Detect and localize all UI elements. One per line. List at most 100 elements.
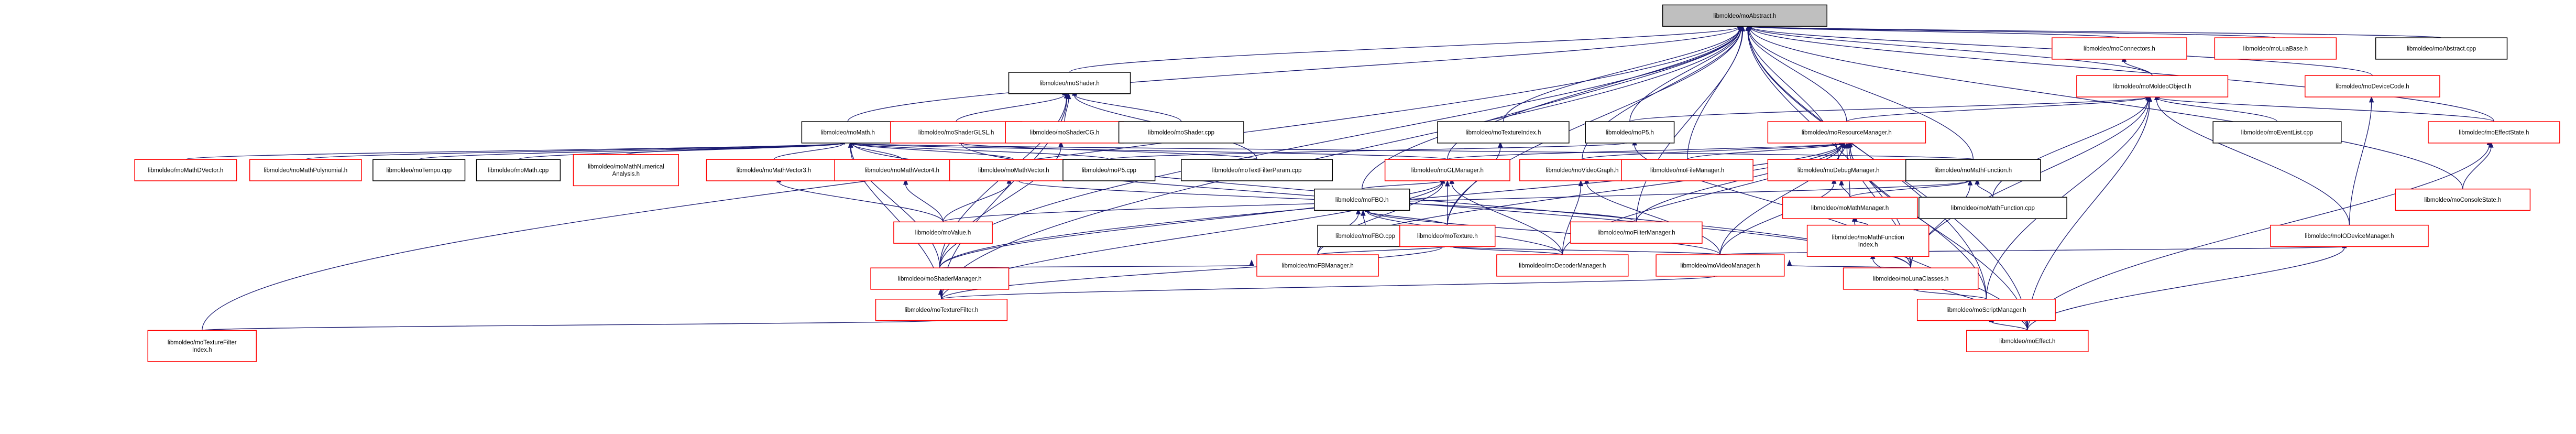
node-box — [893, 221, 993, 244]
node-p5cpp[interactable]: libmoldeo/moP5.cpp — [1062, 159, 1156, 181]
node-textfilterparam[interactable]: libmoldeo/moTextFilterParam.cpp — [1181, 159, 1333, 181]
node-effectstate[interactable]: libmoldeo/moEffectState.h — [2428, 121, 2560, 144]
node-shadermanager[interactable]: libmoldeo/moShaderManager.h — [870, 267, 1010, 290]
node-box — [1256, 254, 1379, 277]
node-label: libmoldeo/moResourceManager.h — [1802, 129, 1892, 136]
node-box — [249, 159, 362, 181]
node-label: libmoldeo/moMathVector3.h — [737, 168, 812, 174]
node-label: Index.h — [1858, 242, 1878, 248]
arrowhead-icon — [2369, 96, 2374, 103]
edge-iodevicemanager-to-moldeoobject — [2154, 94, 2350, 225]
node-p5h[interactable]: libmoldeo/moP5.h — [1585, 121, 1675, 144]
node-mathpolynomial[interactable]: libmoldeo/moMathPolynomial.h — [249, 159, 362, 181]
edge-mathfunctioncpp-to-moldeoobject — [1992, 94, 2151, 198]
node-label: libmoldeo/moMathVector4.h — [864, 168, 939, 174]
node-mathvector[interactable]: libmoldeo/moMathVector.h — [949, 159, 1078, 181]
node-label: libmoldeo/moMath.cpp — [488, 168, 549, 174]
node-label: libmoldeo/moLunaClasses.h — [1873, 276, 1948, 283]
node-tempocpp[interactable]: libmoldeo/moTempo.cpp — [372, 159, 466, 181]
node-scriptmanager[interactable]: libmoldeo/moScriptManager.h — [1916, 299, 2056, 321]
node-textureindex[interactable]: libmoldeo/moTextureIndex.h — [1437, 121, 1570, 144]
arrowhead-icon — [1578, 180, 1584, 187]
node-label: libmoldeo/moAbstract.h — [1713, 13, 1776, 19]
edge-shader-to-abstract — [1069, 20, 1742, 73]
node-box — [2212, 121, 2342, 144]
node-glmanager[interactable]: libmoldeo/moGLManager.h — [1384, 159, 1510, 181]
node-box — [949, 159, 1078, 181]
arrowhead-icon — [1355, 208, 1361, 214]
node-box — [1966, 330, 2089, 352]
node-box — [1767, 121, 1926, 144]
node-videomanager[interactable]: libmoldeo/moVideoManager.h — [1656, 254, 1785, 277]
node-box — [1496, 254, 1629, 277]
node-label: libmoldeo/moMath.h — [820, 129, 875, 136]
node-decodermanager[interactable]: libmoldeo/moDecoderManager.h — [1496, 254, 1629, 277]
node-box — [1005, 121, 1124, 144]
edge-decodermanager-to-videograph — [1562, 180, 1584, 255]
node-label: libmoldeo/moVideoManager.h — [1680, 263, 1760, 269]
node-label: libmoldeo/moP5.cpp — [1082, 168, 1136, 174]
node-connectors[interactable]: libmoldeo/moConnectors.h — [2052, 37, 2187, 60]
node-box — [2428, 121, 2560, 144]
arrowhead-icon — [1839, 179, 1844, 186]
node-label: libmoldeo/moMathFunction.h — [1935, 168, 2012, 174]
node-label: libmoldeo/moTextureFilter.h — [905, 307, 979, 313]
node-devicecode[interactable]: libmoldeo/moDeviceCode.h — [2305, 75, 2440, 97]
node-box — [1916, 299, 2056, 321]
node-moldeoobject[interactable]: libmoldeo/moMoldeoObject.h — [2076, 75, 2229, 97]
node-fbmanager[interactable]: libmoldeo/moFBManager.h — [1256, 254, 1379, 277]
node-label: libmoldeo/moIODeviceManager.h — [2305, 233, 2394, 240]
node-mathdvector[interactable]: libmoldeo/moMathDVector.h — [134, 159, 237, 181]
node-box — [1656, 254, 1785, 277]
node-effect[interactable]: libmoldeo/moEffect.h — [1966, 330, 2089, 352]
node-box — [1767, 159, 1910, 181]
node-label: libmoldeo/moP5.h — [1606, 129, 1654, 136]
node-box — [834, 159, 970, 181]
node-fbo[interactable]: libmoldeo/moFBO.h — [1314, 188, 1410, 211]
node-texturefilter[interactable]: libmoldeo/moTextureFilter.h — [875, 299, 1008, 321]
node-shadercg[interactable]: libmoldeo/moShaderCG.h — [1005, 121, 1124, 144]
node-mathmanager[interactable]: libmoldeo/moMathManager.h — [1782, 197, 1918, 219]
node-debugmanager[interactable]: libmoldeo/moDebugManager.h — [1767, 159, 1910, 181]
node-shader[interactable]: libmoldeo/moShader.h — [1008, 72, 1131, 94]
node-value[interactable]: libmoldeo/moValue.h — [893, 221, 993, 244]
node-box — [1570, 221, 1703, 244]
node-label: libmoldeo/moShaderManager.h — [898, 276, 982, 283]
node-luabase[interactable]: libmoldeo/moLuaBase.h — [2214, 37, 2337, 60]
node-consolestate[interactable]: libmoldeo/moConsoleState.h — [2395, 188, 2531, 211]
node-shaderglsl[interactable]: libmoldeo/moShaderGLSL.h — [890, 121, 1023, 144]
nodes-layer: libmoldeo/moAbstract.h libmoldeo/moShader… — [134, 4, 2560, 362]
node-fbocpp[interactable]: libmoldeo/moFBO.cpp — [1317, 224, 1413, 247]
arrowhead-icon — [1786, 259, 1792, 266]
edge-resourcemanager-to-abstract — [1746, 24, 1847, 122]
node-mathvector4[interactable]: libmoldeo/moMathVector4.h — [834, 159, 970, 181]
node-shadercpp[interactable]: libmoldeo/moShader.cpp — [1118, 121, 1244, 144]
node-box — [2305, 75, 2440, 97]
node-mathcpp[interactable]: libmoldeo/moMath.cpp — [476, 159, 561, 181]
node-label: libmoldeo/moVideoGraph.h — [1545, 168, 1618, 174]
node-filtermanager[interactable]: libmoldeo/moFilterManager.h — [1570, 221, 1703, 244]
node-resourcemanager[interactable]: libmoldeo/moResourceManager.h — [1767, 121, 1926, 144]
node-mathfunction[interactable]: libmoldeo/moMathFunction.h — [1905, 159, 2041, 181]
node-math[interactable]: libmoldeo/moMath.h — [801, 121, 894, 144]
node-filemanager[interactable]: libmoldeo/moFileManager.h — [1621, 159, 1753, 181]
edge-fbocpp-to-fbo — [1361, 209, 1366, 225]
node-box — [1118, 121, 1244, 144]
node-texture[interactable]: libmoldeo/moTexture.h — [1399, 224, 1496, 247]
node-eventlist[interactable]: libmoldeo/moEventList.cpp — [2212, 121, 2342, 144]
node-box — [1317, 224, 1413, 247]
node-mathfunctioncpp[interactable]: libmoldeo/moMathFunction.cpp — [1919, 197, 2067, 219]
node-mathvector3[interactable]: libmoldeo/moMathVector3.h — [706, 159, 842, 181]
arrowhead-icon — [1745, 25, 1750, 31]
node-box — [147, 330, 257, 362]
node-abstractcpp[interactable]: libmoldeo/moAbstract.cpp — [2375, 37, 2508, 60]
node-lunaclasses[interactable]: libmoldeo/moLunaClasses.h — [1843, 267, 1979, 290]
node-label: libmoldeo/moShaderCG.h — [1030, 129, 1099, 136]
node-iodevicemanager[interactable]: libmoldeo/moIODeviceManager.h — [2270, 224, 2429, 247]
arrowhead-icon — [1361, 209, 1366, 216]
node-label: libmoldeo/moFBManager.h — [1281, 263, 1353, 269]
